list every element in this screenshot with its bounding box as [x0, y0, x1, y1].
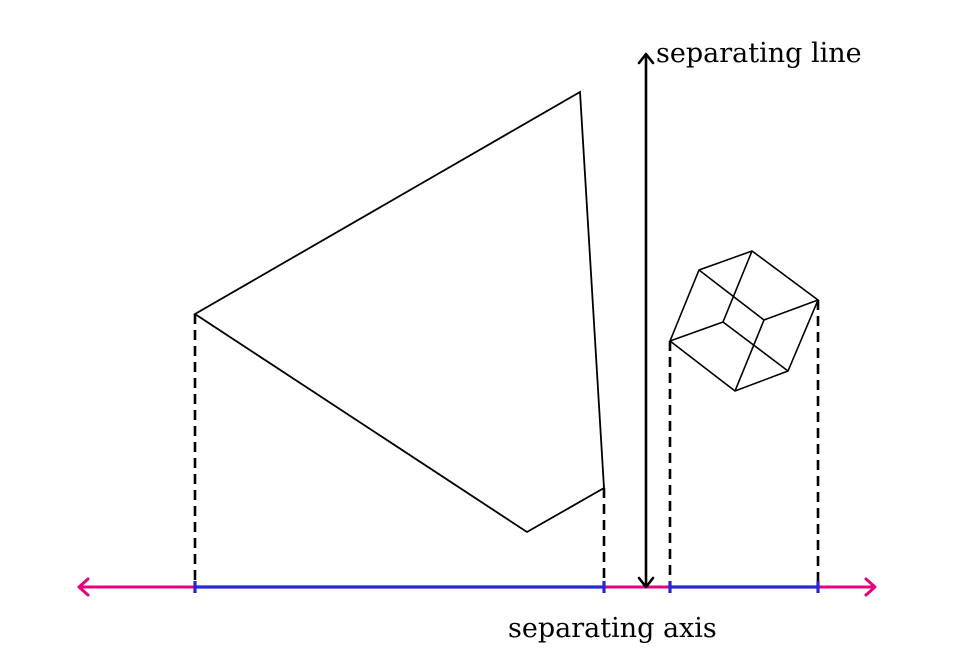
separating-line [637, 52, 655, 589]
separating-line-bottom-arrowhead [637, 576, 655, 589]
separating-line-label: separating line [656, 38, 862, 69]
projection-guides [193, 300, 820, 586]
cube-edge [669, 321, 724, 342]
projections [193, 581, 820, 593]
separating-axis-left-arrowhead [77, 577, 90, 597]
cube-shape [669, 250, 819, 392]
cube-edge [722, 321, 789, 372]
cube-edge [722, 250, 753, 323]
cube-edge [734, 319, 765, 392]
cube-edge [763, 299, 819, 321]
convex-polygon [193, 90, 605, 534]
cube-edge [698, 269, 765, 321]
separating-axis-label: separating axis [508, 613, 717, 644]
separating-line-top-arrowhead [637, 52, 655, 65]
separating-axis-right-arrowhead [864, 577, 877, 597]
